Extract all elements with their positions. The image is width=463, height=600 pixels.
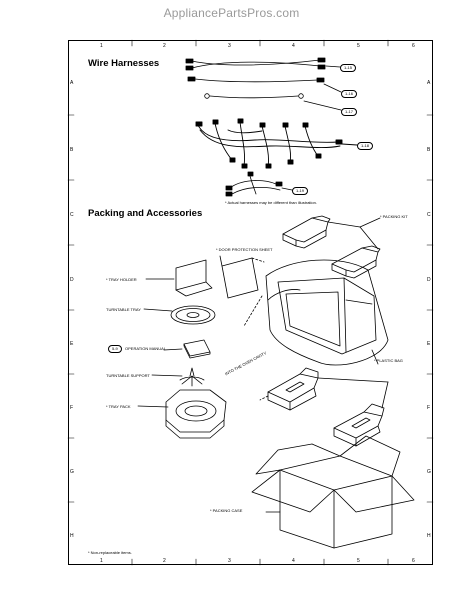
grid-row-d-right: D (427, 277, 431, 283)
grid-col-6: 6 (412, 43, 415, 49)
ref-1-19: 1-19 (292, 187, 309, 195)
grid-col-3: 3 (228, 43, 231, 49)
operation-manual (163, 339, 211, 359)
grid-col-4-bottom: 4 (292, 558, 295, 564)
label-turntable-tray: TURNTABLE TRAY (106, 307, 141, 312)
harness-note: * Actual harnesses may be different than… (225, 200, 317, 205)
grid-col-5: 5 (357, 43, 360, 49)
ref-1-17: 1-17 (341, 108, 358, 116)
diagram-frame (68, 40, 433, 565)
label-packing-kit: * PACKING KIT (380, 214, 408, 219)
ref-5-9: 5-9 (108, 345, 122, 353)
label-operation-manual: OPERATION MANUAL (125, 346, 167, 351)
tray-pack (137, 389, 227, 439)
grid-col-2: 2 (163, 43, 166, 49)
grid-col-3-bottom: 3 (228, 558, 231, 564)
door-protection-sheet (219, 255, 265, 299)
grid-col-6-bottom: 6 (412, 558, 415, 564)
ref-1-15: 1-15 (340, 64, 357, 72)
label-turntable-support: TURNTABLE SUPPORT (106, 373, 150, 378)
grid-row-g: G (70, 469, 74, 475)
grid-col-1-bottom: 1 (100, 558, 103, 564)
ref-1-16: 1-16 (341, 90, 358, 98)
harness-1-15 (185, 57, 341, 71)
turntable-support (151, 367, 205, 387)
packing-kit-bottom (259, 367, 389, 447)
harness-1-18 (195, 118, 358, 169)
grid-row-a-right: A (427, 80, 431, 86)
grid-row-d: D (70, 277, 74, 283)
packing-case (251, 435, 415, 549)
harness-1-19 (225, 171, 293, 197)
grid-col-4: 4 (292, 43, 295, 49)
non-replaceable-footnote: * Non-replaceable items. (88, 550, 132, 555)
grid-row-b-right: B (427, 147, 431, 153)
grid-row-a: A (70, 80, 74, 86)
grid-row-e: E (70, 341, 74, 347)
grid-col-1: 1 (100, 43, 103, 49)
turntable-tray (143, 305, 216, 325)
grid-row-g-right: G (427, 469, 431, 475)
harness-1-16 (187, 76, 342, 93)
oven-in-plastic-bag (243, 259, 389, 366)
grid-row-c-right: C (427, 212, 431, 218)
tray-holder (145, 259, 213, 297)
label-door-protection-sheet: * DOOR PROTECTION SHEET (216, 247, 273, 252)
label-tray-holder: * TRAY HOLDER (106, 277, 137, 282)
packing-kit-top (282, 215, 381, 279)
grid-row-c: C (70, 212, 74, 218)
ref-1-18: 1-18 (357, 142, 374, 150)
grid-row-f-right: F (427, 405, 431, 411)
label-tray-pack: * TRAY PACK (106, 404, 131, 409)
label-packing-case: * PACKING CASE (210, 508, 243, 513)
grid-col-2-bottom: 2 (163, 558, 166, 564)
grid-row-h: H (70, 533, 74, 539)
wire-harnesses-title: Wire Harnesses (88, 58, 160, 69)
grid-col-5-bottom: 5 (357, 558, 360, 564)
grid-row-e-right: E (427, 341, 431, 347)
packing-accessories-title: Packing and Accessories (88, 208, 203, 219)
site-watermark: AppliancePartsPros.com (163, 6, 300, 20)
harness-1-17 (204, 93, 342, 111)
label-plastic-bag: * PLASTIC BAG (374, 358, 403, 363)
grid-row-h-right: H (427, 533, 431, 539)
grid-ticks (67, 39, 434, 566)
grid-row-b: B (70, 147, 74, 153)
grid-row-f: F (70, 405, 74, 411)
